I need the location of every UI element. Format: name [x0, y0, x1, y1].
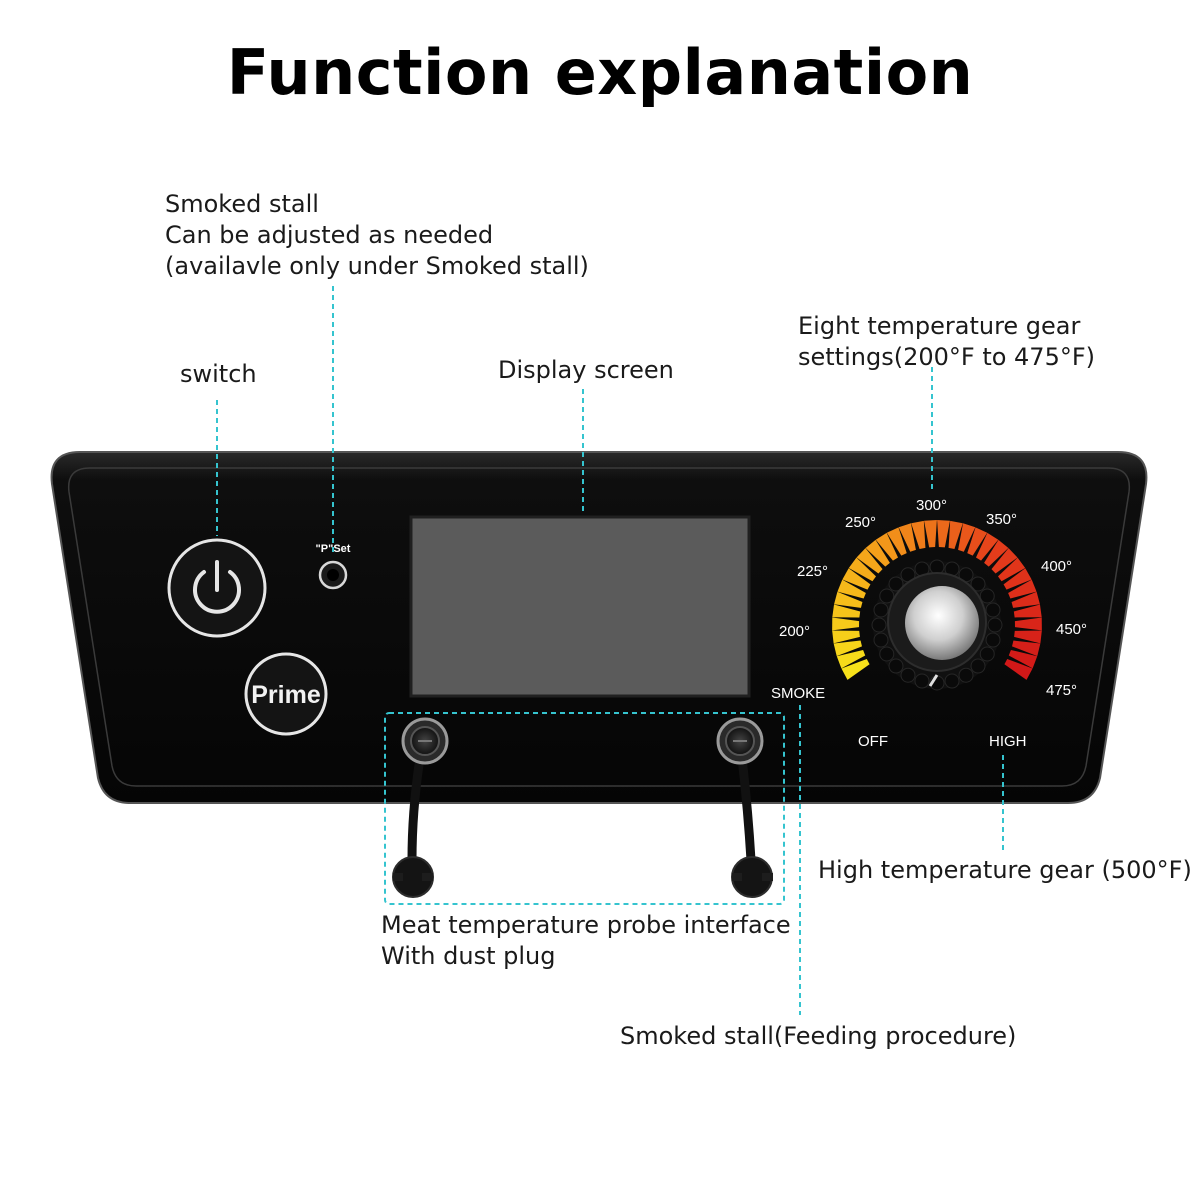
- smoked-stall-adjust-label: Smoked stall Can be adjusted as needed (…: [165, 190, 589, 280]
- display-screen-label: Display screen: [498, 356, 674, 384]
- knob-ridge: [958, 667, 974, 683]
- dial-mark-225: 225°: [797, 563, 828, 580]
- prime-label: Prime: [251, 681, 321, 709]
- knob-ridge: [985, 602, 1001, 618]
- p-set-button[interactable]: [318, 560, 348, 590]
- off-mark: OFF: [858, 733, 888, 750]
- dust-plug-right[interactable]: [731, 856, 773, 898]
- dial-mark-450: 450°: [1056, 621, 1087, 638]
- knob-ridge: [987, 617, 1003, 633]
- dial-segment: [984, 539, 1009, 567]
- dial-segment: [937, 520, 950, 548]
- dial-segment: [1011, 591, 1040, 608]
- knob-ridge: [929, 559, 945, 575]
- power-switch-button[interactable]: [167, 538, 267, 638]
- temperature-knob[interactable]: [871, 559, 1003, 691]
- dial-segment: [991, 548, 1018, 574]
- dial-segment: [975, 532, 999, 561]
- dial-segment: [1014, 630, 1042, 644]
- dial-segment: [1012, 640, 1041, 657]
- dial-mark-200: 200°: [779, 623, 810, 640]
- dial-mark-300: 300°: [916, 497, 947, 514]
- dial-segment: [856, 548, 883, 574]
- probe-jack-right[interactable]: [716, 717, 764, 865]
- knob-ridge: [944, 673, 960, 689]
- dial-segment: [1013, 604, 1042, 618]
- knob-ridge: [979, 646, 995, 662]
- dial-segment: [997, 557, 1026, 582]
- dial-segment: [958, 523, 976, 552]
- dial-segment: [967, 527, 988, 556]
- dial-segment: [848, 557, 877, 582]
- dial-segment: [833, 640, 862, 657]
- dial-segment: [841, 658, 870, 680]
- knob-ridge: [888, 576, 904, 592]
- dial-segment: [832, 604, 861, 618]
- knob-icon: [871, 559, 1003, 691]
- knob-ridge: [871, 617, 887, 633]
- knob-ridge: [979, 588, 995, 604]
- dial-segment: [948, 520, 963, 549]
- dial-segment: [832, 617, 860, 631]
- power-icon: [193, 560, 241, 614]
- dial-segment: [1003, 568, 1032, 590]
- probe-jack-left[interactable]: [401, 717, 449, 865]
- knob-ridge: [873, 602, 889, 618]
- high-gear-label: High temperature gear (500°F): [818, 856, 1192, 884]
- dial-mark-350: 350°: [986, 511, 1017, 528]
- knob-ridge: [970, 576, 986, 592]
- prime-button[interactable]: Prime: [244, 652, 328, 736]
- dial-segment: [1008, 649, 1038, 669]
- knob-ridge: [879, 588, 895, 604]
- dial-segment: [832, 630, 860, 644]
- dial-segment: [886, 527, 907, 556]
- dial-segment: [836, 649, 866, 669]
- dial-segment: [1004, 658, 1033, 680]
- knob-ridge: [970, 658, 986, 674]
- knob-ridge: [900, 667, 916, 683]
- dial-segment: [898, 523, 916, 552]
- dial-mark-250: 250°: [845, 514, 876, 531]
- dial-mark-475: 475°: [1046, 682, 1077, 699]
- dial-segment: [837, 579, 866, 599]
- dial-segment: [842, 568, 871, 590]
- switch-label: switch: [180, 360, 257, 388]
- dust-plug-left[interactable]: [392, 856, 434, 898]
- knob-ridge: [985, 632, 1001, 648]
- dial-segment: [865, 539, 890, 567]
- knob-ridge: [914, 673, 930, 689]
- smoke-mark: SMOKE: [771, 685, 825, 702]
- probe-interface-label: Meat temperature probe interface With du…: [381, 911, 791, 970]
- guide-probe-box: [384, 712, 785, 905]
- dial-segment: [911, 520, 926, 549]
- knob-ridge: [873, 632, 889, 648]
- display-screen: [409, 515, 751, 698]
- high-mark: HIGH: [989, 733, 1027, 750]
- dial-segment: [834, 591, 863, 608]
- dial-segment: [1014, 617, 1042, 631]
- dial-segment: [924, 520, 937, 548]
- temperature-settings-label: Eight temperature gear settings(200°F to…: [798, 312, 1096, 371]
- page-title: Function explanation: [226, 36, 974, 109]
- dial-mark-400: 400°: [1041, 558, 1072, 575]
- knob-ridge: [879, 646, 895, 662]
- dial-segment: [1008, 579, 1037, 599]
- dial-segment: [875, 532, 899, 561]
- knob-ridge: [888, 658, 904, 674]
- feeding-label: Smoked stall(Feeding procedure): [620, 1022, 1017, 1050]
- temperature-dial-arc: [832, 520, 1042, 680]
